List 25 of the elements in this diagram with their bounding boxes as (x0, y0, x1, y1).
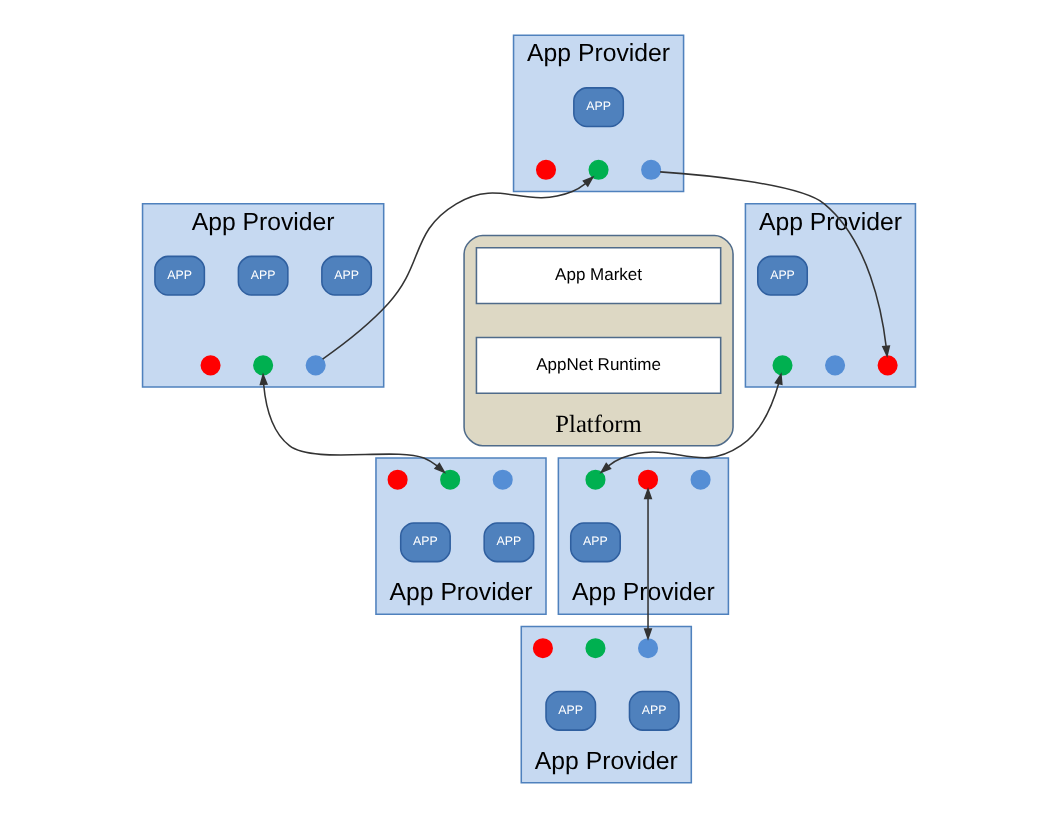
arrow (258, 372, 446, 474)
node-circle (199, 355, 220, 376)
node-circle (531, 638, 552, 659)
node-circle (439, 469, 460, 490)
arrow (320, 175, 594, 360)
node-circle (636, 638, 658, 659)
node-circle (640, 159, 661, 180)
node-circle (824, 355, 845, 376)
node-circle (534, 159, 556, 180)
arrow (642, 486, 652, 641)
node-circle (584, 638, 605, 659)
node-box: App Market (474, 247, 721, 305)
node-circle (771, 355, 792, 376)
node-circle (636, 469, 658, 490)
arrow (598, 372, 782, 474)
node-circle (252, 355, 273, 376)
node-circle (491, 469, 512, 490)
node-box: AppNet Runtime (474, 336, 721, 394)
node-circle (304, 355, 325, 376)
node-circle (587, 159, 608, 180)
node-circle (689, 469, 710, 490)
node-circle (876, 355, 897, 376)
node-circle (386, 469, 407, 490)
arrow (658, 171, 890, 358)
node-circle (584, 469, 605, 490)
